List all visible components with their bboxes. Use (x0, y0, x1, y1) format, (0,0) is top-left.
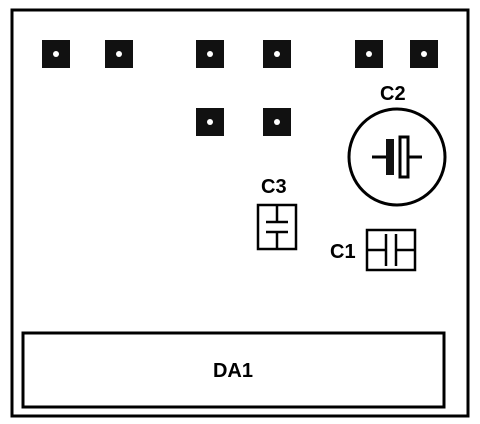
capacitor-c2: C2 (347, 83, 447, 207)
da1-outline (21, 331, 446, 409)
capacitor-c3: C3 (256, 176, 298, 251)
capacitor-c1: C1 (330, 228, 417, 272)
pad-group (42, 40, 438, 136)
ic-da1: DA1 (21, 331, 446, 409)
pad-7 (196, 108, 224, 136)
pad-4 (263, 40, 291, 68)
pad-6 (410, 40, 438, 68)
pad-1 (42, 40, 70, 68)
da1-label: DA1 (213, 360, 253, 382)
pad-8 (263, 108, 291, 136)
board-outline (10, 8, 470, 418)
pad-3 (196, 40, 224, 68)
c1-label: C1 (330, 241, 356, 263)
pad-2 (105, 40, 133, 68)
c3-label: C3 (261, 176, 287, 198)
c2-outline (347, 107, 447, 207)
c2-label: C2 (380, 83, 406, 105)
pad-5 (355, 40, 383, 68)
